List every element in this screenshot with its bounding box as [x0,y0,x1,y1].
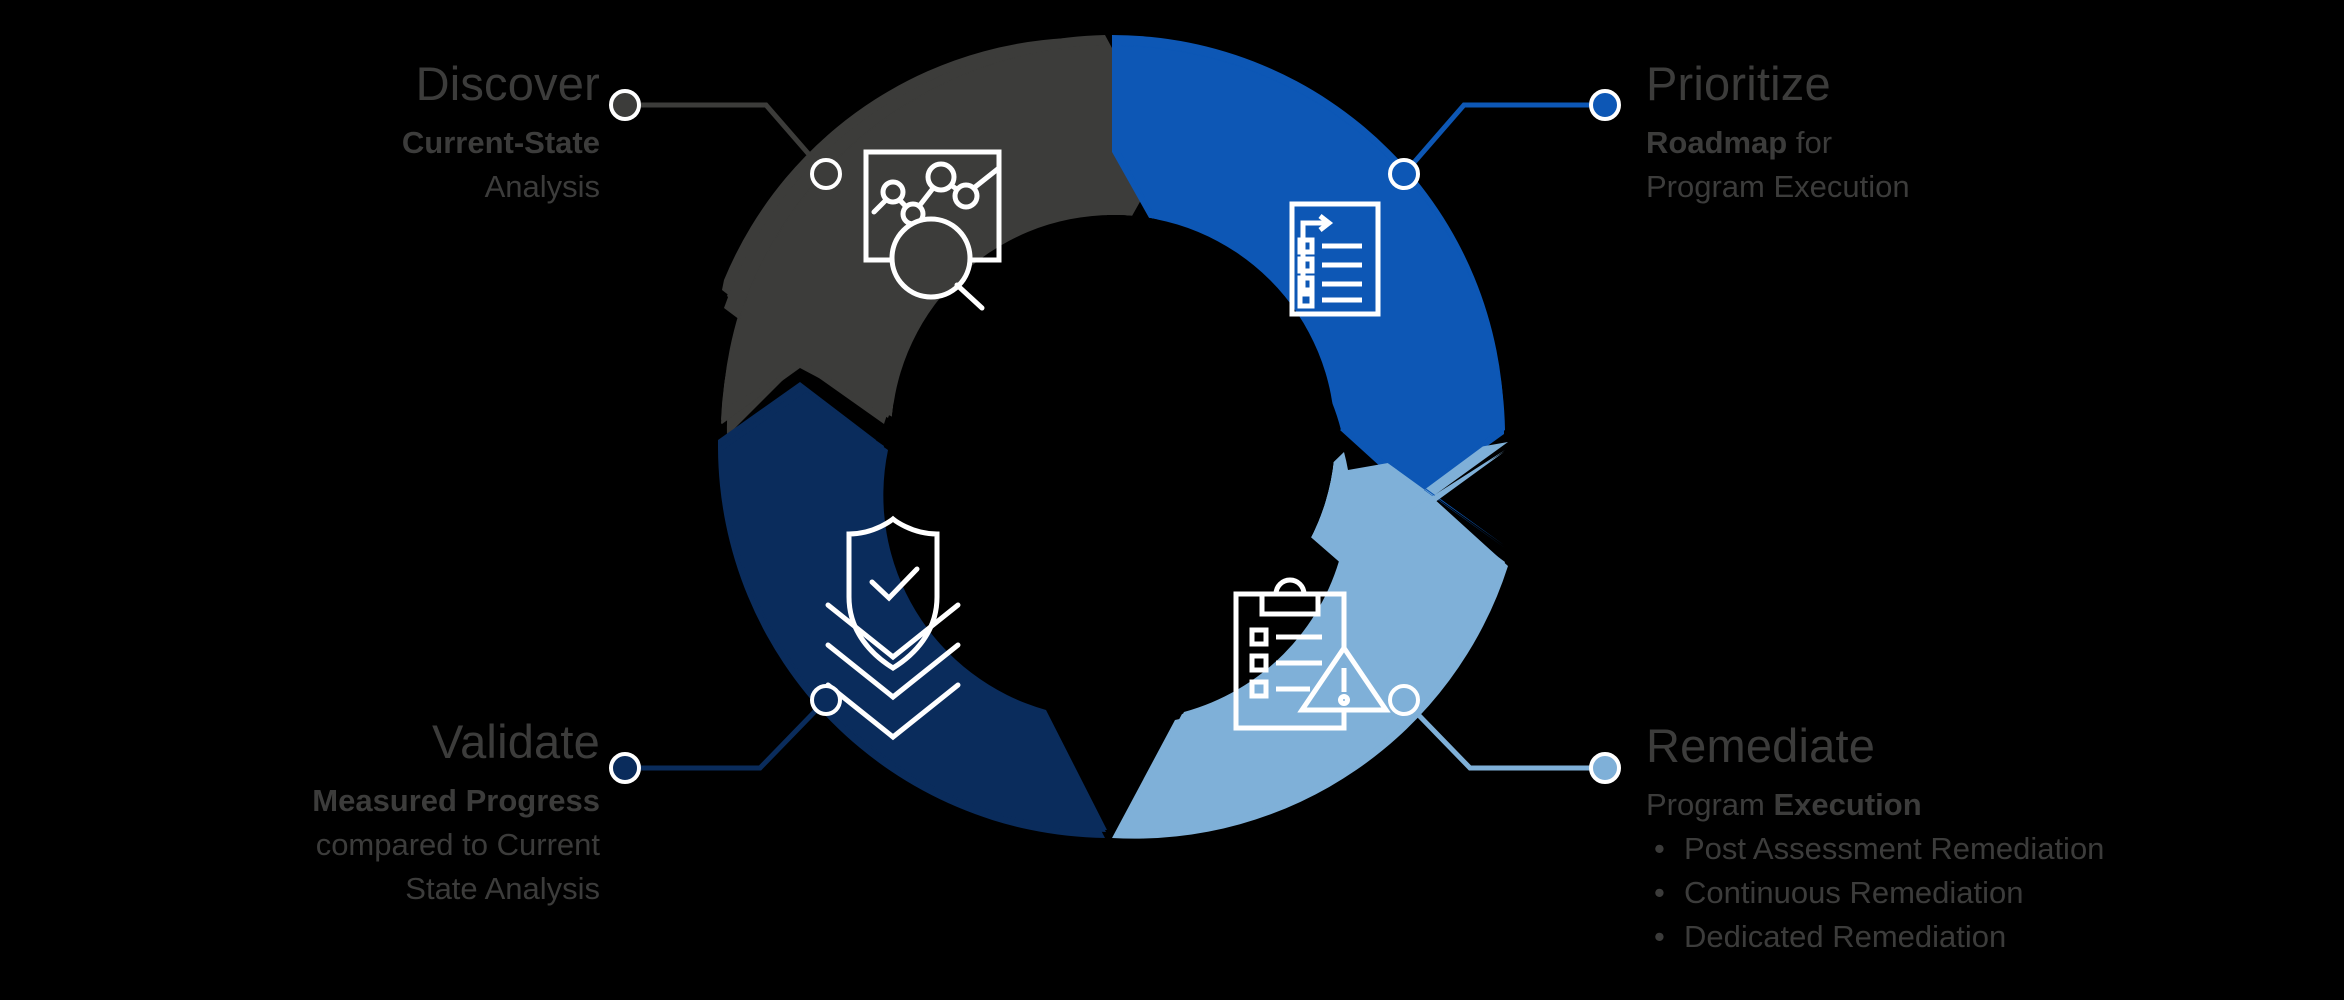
stage-desc-discover-rest: Analysis [484,169,600,205]
wheel-center-hole [891,215,1335,659]
stage-desc-remediate: Program Execution [1646,783,2266,827]
stage-title-discover: Discover [415,57,600,110]
connector-validate-line [625,698,828,771]
connector-discover-dot-label [609,89,641,121]
stage-title-remediate: Remediate [1646,719,1876,772]
list-item: Continuous Remediation [1646,871,2266,915]
connector-prioritize [1388,89,1621,190]
stage-desc-validate-bold: Measured Progress [312,783,600,818]
stage-label-prioritize: Prioritize Roadmap for Program Execution [1646,60,2166,209]
connector-validate-dot-label [609,752,641,784]
connector-discover-line [625,102,828,176]
stage-desc-prioritize-bold: Roadmap [1646,125,1788,160]
connector-discover-dot-outer [810,158,842,190]
stage-desc-validate-line3: State Analysis [405,871,600,907]
stage-label-remediate: Remediate Program Execution Post Assessm… [1646,722,2266,959]
stage-desc-validate-line2: compared to Current [315,827,600,863]
list-item: Dedicated Remediation [1646,915,2266,959]
stage-title-prioritize: Prioritize [1646,57,1831,110]
stage-desc-remediate-bold: Execution [1773,787,1922,822]
connector-prioritize-dot-label [1589,89,1621,121]
connector-remediate-dot-outer [1388,684,1420,716]
clipboard-warning-icon [1233,577,1391,731]
connector-discover [609,89,842,190]
connector-validate [609,684,842,784]
wheel-segment-discover[interactable] [726,37,1105,436]
roadmap-checklist-icon [1289,201,1381,317]
stage-desc-prioritize: Roadmap for Program Execution [1646,121,2166,209]
stage-desc-discover-bold: Current-State [401,125,600,160]
list-item: Post Assessment Remediation [1646,827,2266,871]
stage-label-discover: Discover Current-State Analysis [300,60,600,209]
connector-remediate-dot-label [1589,752,1621,784]
remediate-bullet-list: Post Assessment Remediation Continuous R… [1646,827,2266,959]
chart-magnifier-icon [863,149,1002,311]
stage-label-validate: Validate Measured Progress compared to C… [240,718,600,911]
connector-validate-dot-outer [810,684,842,716]
shield-check-layers-icon [825,515,961,741]
connector-remediate-line [1402,698,1605,771]
stage-desc-prioritize-line2: Program Execution [1646,169,1910,205]
stage-desc-remediate-prefix: Program [1646,787,1774,822]
connector-prioritize-dot-outer [1388,158,1420,190]
connector-remediate [1388,684,1621,784]
wheel-validate[interactable] [723,392,1107,830]
stage-desc-discover: Current-State Analysis [300,121,600,209]
stage-title-validate: Validate [432,715,600,768]
connector-prioritize-line [1402,102,1605,176]
stage-desc-validate: Measured Progress compared to Current St… [240,779,600,911]
stage-desc-prioritize-rest: for [1787,125,1833,160]
wheel-remediate[interactable] [1121,452,1504,831]
